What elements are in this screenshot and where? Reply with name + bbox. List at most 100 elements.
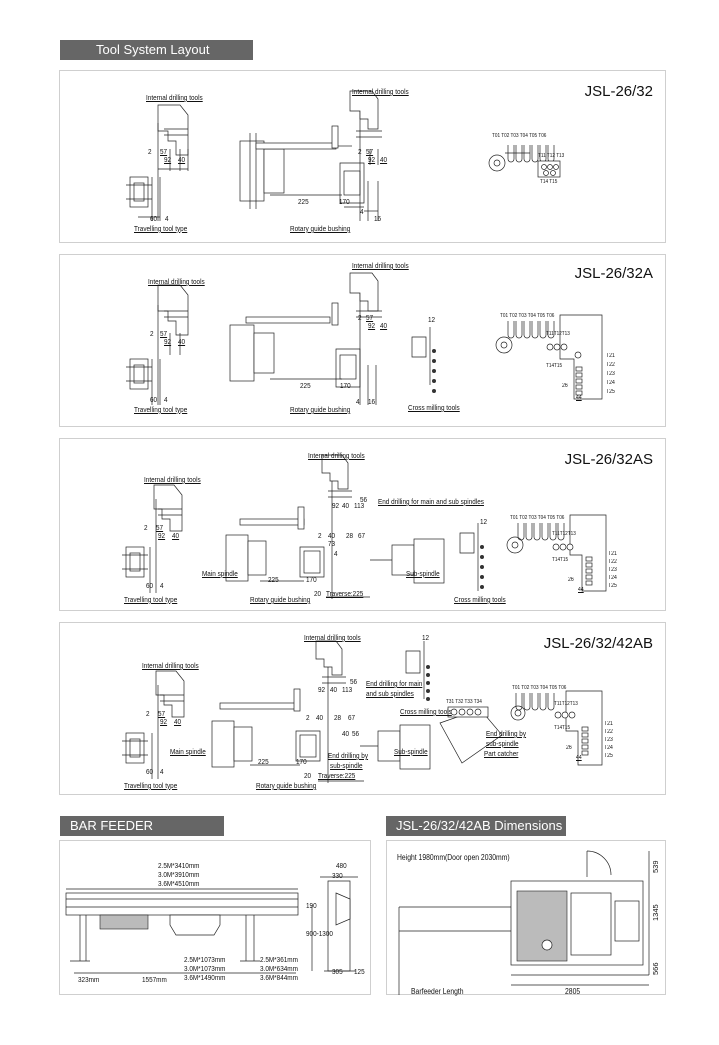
tool-ids-label: T11 T12 T13 xyxy=(538,153,565,159)
dimension-label: 225 xyxy=(268,575,279,584)
tool-id-label: T23 xyxy=(606,371,615,377)
dimension-label: 92 xyxy=(164,337,172,346)
dimension-label: 225 xyxy=(300,381,311,390)
length-option-label: 2.5M*3410mm xyxy=(158,861,200,870)
dimension-label: 67 xyxy=(348,713,356,722)
dimension-label: 40 xyxy=(178,155,186,164)
length-option-label: 2.5M*361mm xyxy=(260,955,298,964)
tool-id-label: T23 xyxy=(604,737,613,743)
dimension-label: 170 xyxy=(340,381,351,390)
dimension-label: 4 xyxy=(160,581,164,590)
dimension-label: 480 xyxy=(336,861,347,870)
tool-ids-label: T11T12T13 xyxy=(554,701,578,707)
end-drilling-label: End drilling for main and sub spindles xyxy=(378,497,484,506)
dimension-label: 20 xyxy=(304,771,312,780)
dimension-label: 190 xyxy=(306,901,317,910)
dimension-label: 125 xyxy=(354,967,365,976)
rotary-guide-label: Rotary guide bushing xyxy=(290,405,351,414)
end-drilling-sub-label: sub-spindle xyxy=(330,761,363,770)
travelling-tool-label: Travelling tool type xyxy=(134,405,188,414)
tool-id-label: T25 xyxy=(604,753,613,759)
dimension-label: 16 xyxy=(374,214,382,223)
dimension-label: 92 xyxy=(160,717,168,726)
dimension-label: 4 xyxy=(360,207,364,216)
tool-id-label: T22 xyxy=(606,362,615,368)
end-drilling-sub-label: End drilling by xyxy=(328,751,369,760)
main-spindle-label: Main spindle xyxy=(202,569,238,578)
rotary-guide-label: Rotary guide bushing xyxy=(256,781,317,790)
length-option-label: 3.6M*4510mm xyxy=(158,879,200,888)
part-catcher-label: Part catcher xyxy=(484,749,519,758)
dimension-label: 40 xyxy=(328,531,336,540)
dimension-label: 40 xyxy=(380,321,388,330)
cross-milling-label: Cross milling tools xyxy=(408,403,460,412)
barfeeder-length-label: Barfeeder Length xyxy=(411,987,464,996)
dimension-label: 12 xyxy=(428,315,436,324)
dimension-label: 40 xyxy=(316,713,324,722)
dimension-label: 12 xyxy=(422,633,430,642)
dimension-label: 4 xyxy=(160,767,164,776)
tool-id-label: T22 xyxy=(604,729,613,735)
dimension-label: 60 xyxy=(150,214,158,223)
machine-dimensions-drawing xyxy=(398,850,650,995)
tool-layout-drawing xyxy=(122,640,603,783)
dimension-label: 92 xyxy=(332,501,340,510)
dimension-label: 44 xyxy=(576,755,582,761)
length-option-label: 3.6M*844mm xyxy=(260,973,298,982)
dimension-label: 40 xyxy=(172,531,180,540)
rotary-guide-label: Rotary guide bushing xyxy=(290,224,351,233)
dimension-label: 2 xyxy=(150,329,154,338)
tool-id-label: T25 xyxy=(606,389,615,395)
dimension-label: 56 xyxy=(360,495,368,504)
dimension-label: 57 xyxy=(156,523,164,532)
tool-ids-label: T01 T02 T03 T04 T05 T06 xyxy=(512,685,567,691)
internal-drilling-label: Internal drilling tools xyxy=(144,475,201,484)
section-header-tool-system-layout: Tool System Layout xyxy=(60,40,253,60)
dimension-label: 67 xyxy=(358,531,366,540)
tool-ids-label: T14T15 xyxy=(554,725,571,731)
dimension-label: 539 xyxy=(651,860,660,873)
length-option-label: 3.6M*1490mm xyxy=(184,973,226,982)
tool-id-label: T21 xyxy=(604,721,613,727)
dimension-label: 60 xyxy=(150,395,158,404)
dimension-label: 73 xyxy=(328,539,336,548)
internal-drilling-label: Internal drilling tools xyxy=(352,87,409,96)
tool-layout-panel-4: JSL-26/32/42AB In xyxy=(59,622,666,795)
travelling-tool-label: Travelling tool type xyxy=(124,595,178,604)
tool-ids-label: T31 T32 T33 T34 xyxy=(446,699,482,705)
dimension-label: 57 xyxy=(160,147,168,156)
section-header-dimensions: JSL-26/32/42AB Dimensions xyxy=(386,816,566,836)
dimension-label: 57 xyxy=(160,329,168,338)
tool-id-label: T22 xyxy=(608,559,617,565)
dimension-label: 26 xyxy=(568,577,574,583)
dimension-label: 2 xyxy=(358,147,362,156)
cross-milling-label: Cross milling tools xyxy=(454,595,506,604)
end-drilling-label: End drilling for main xyxy=(366,679,423,688)
tool-id-label: T21 xyxy=(606,353,615,359)
dimension-label: 2 xyxy=(144,523,148,532)
dimension-label: 2 xyxy=(306,713,310,722)
tool-layout-drawing xyxy=(126,272,603,405)
dimension-label: 2805 xyxy=(565,987,581,996)
dimension-label: 170 xyxy=(296,757,307,766)
tool-id-label: T23 xyxy=(608,567,617,573)
dimension-label: 2 xyxy=(358,313,362,322)
dimension-label: 44 xyxy=(578,587,584,593)
dimension-label: 170 xyxy=(306,575,317,584)
tool-layout-drawing xyxy=(122,454,607,599)
length-option-label: 2.5M*1073mm xyxy=(184,955,226,964)
dimension-label: 4 xyxy=(164,395,168,404)
dimension-label: 225 xyxy=(258,757,269,766)
dimension-label: 44 xyxy=(576,395,582,401)
dimension-label: 56 xyxy=(352,729,360,738)
internal-drilling-label: Internal drilling tools xyxy=(142,661,199,670)
tool-id-label: T21 xyxy=(608,551,617,557)
internal-drilling-label: Internal drilling tools xyxy=(308,451,365,460)
dimension-label: 40 xyxy=(174,717,182,726)
dimension-label: 92 xyxy=(368,155,376,164)
model-title: JSL-26/32A xyxy=(574,265,653,282)
dimension-label: 40 xyxy=(178,337,186,346)
dimension-label: 57 xyxy=(366,147,374,156)
end-drilling-sub-label: sub-spindle xyxy=(486,739,519,748)
dimension-label: 1345 xyxy=(651,904,660,921)
